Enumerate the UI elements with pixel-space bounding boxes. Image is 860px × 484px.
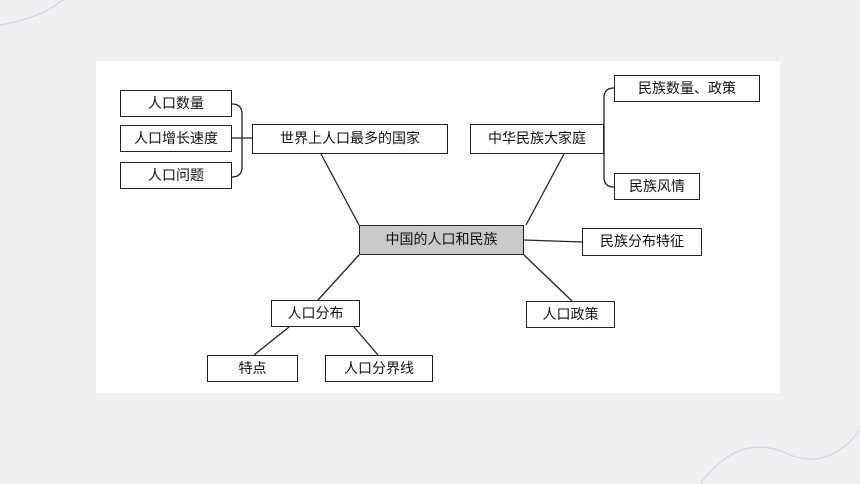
bracket-world-subtopics xyxy=(231,103,243,178)
connector-center-world xyxy=(320,153,360,226)
node-population-quantity: 人口数量 xyxy=(120,90,232,117)
connector-distribution-characteristics xyxy=(253,326,290,356)
top-left-curve xyxy=(0,0,80,26)
connector-distribution-dividing-line xyxy=(353,326,379,356)
node-center-topic: 中国的人口和民族 xyxy=(359,225,524,255)
connector-center-policy xyxy=(523,254,573,302)
connector-lines xyxy=(231,87,615,302)
node-ethnic-customs: 民族风情 xyxy=(614,173,700,200)
bracket-nation-subtopics xyxy=(603,87,615,188)
connector-center-ethnic-distribution xyxy=(523,239,583,243)
node-world-most-populous: 世界上人口最多的国家 xyxy=(252,124,448,154)
node-chinese-nation-family: 中华民族大家庭 xyxy=(470,124,604,154)
connector-center-population-distribution xyxy=(317,254,360,301)
node-population-dividing-line: 人口分界线 xyxy=(325,355,433,382)
mind-map-panel: 人口数量 人口增长速度 人口问题 世界上人口最多的国家 中华民族大家庭 民族数量… xyxy=(96,61,780,393)
node-population-growth-rate: 人口增长速度 xyxy=(120,125,232,152)
node-population-policy: 人口政策 xyxy=(526,301,615,328)
bottom-right-curve xyxy=(699,429,860,484)
node-ethnic-quantity-policy: 民族数量、政策 xyxy=(614,75,760,102)
node-population-distribution: 人口分布 xyxy=(271,300,360,327)
connector-center-nation xyxy=(525,153,565,226)
node-characteristics: 特点 xyxy=(207,355,298,382)
node-population-problems: 人口问题 xyxy=(120,162,232,189)
lower-connector-lines xyxy=(253,326,379,356)
node-ethnic-distribution: 民族分布特征 xyxy=(582,228,702,256)
